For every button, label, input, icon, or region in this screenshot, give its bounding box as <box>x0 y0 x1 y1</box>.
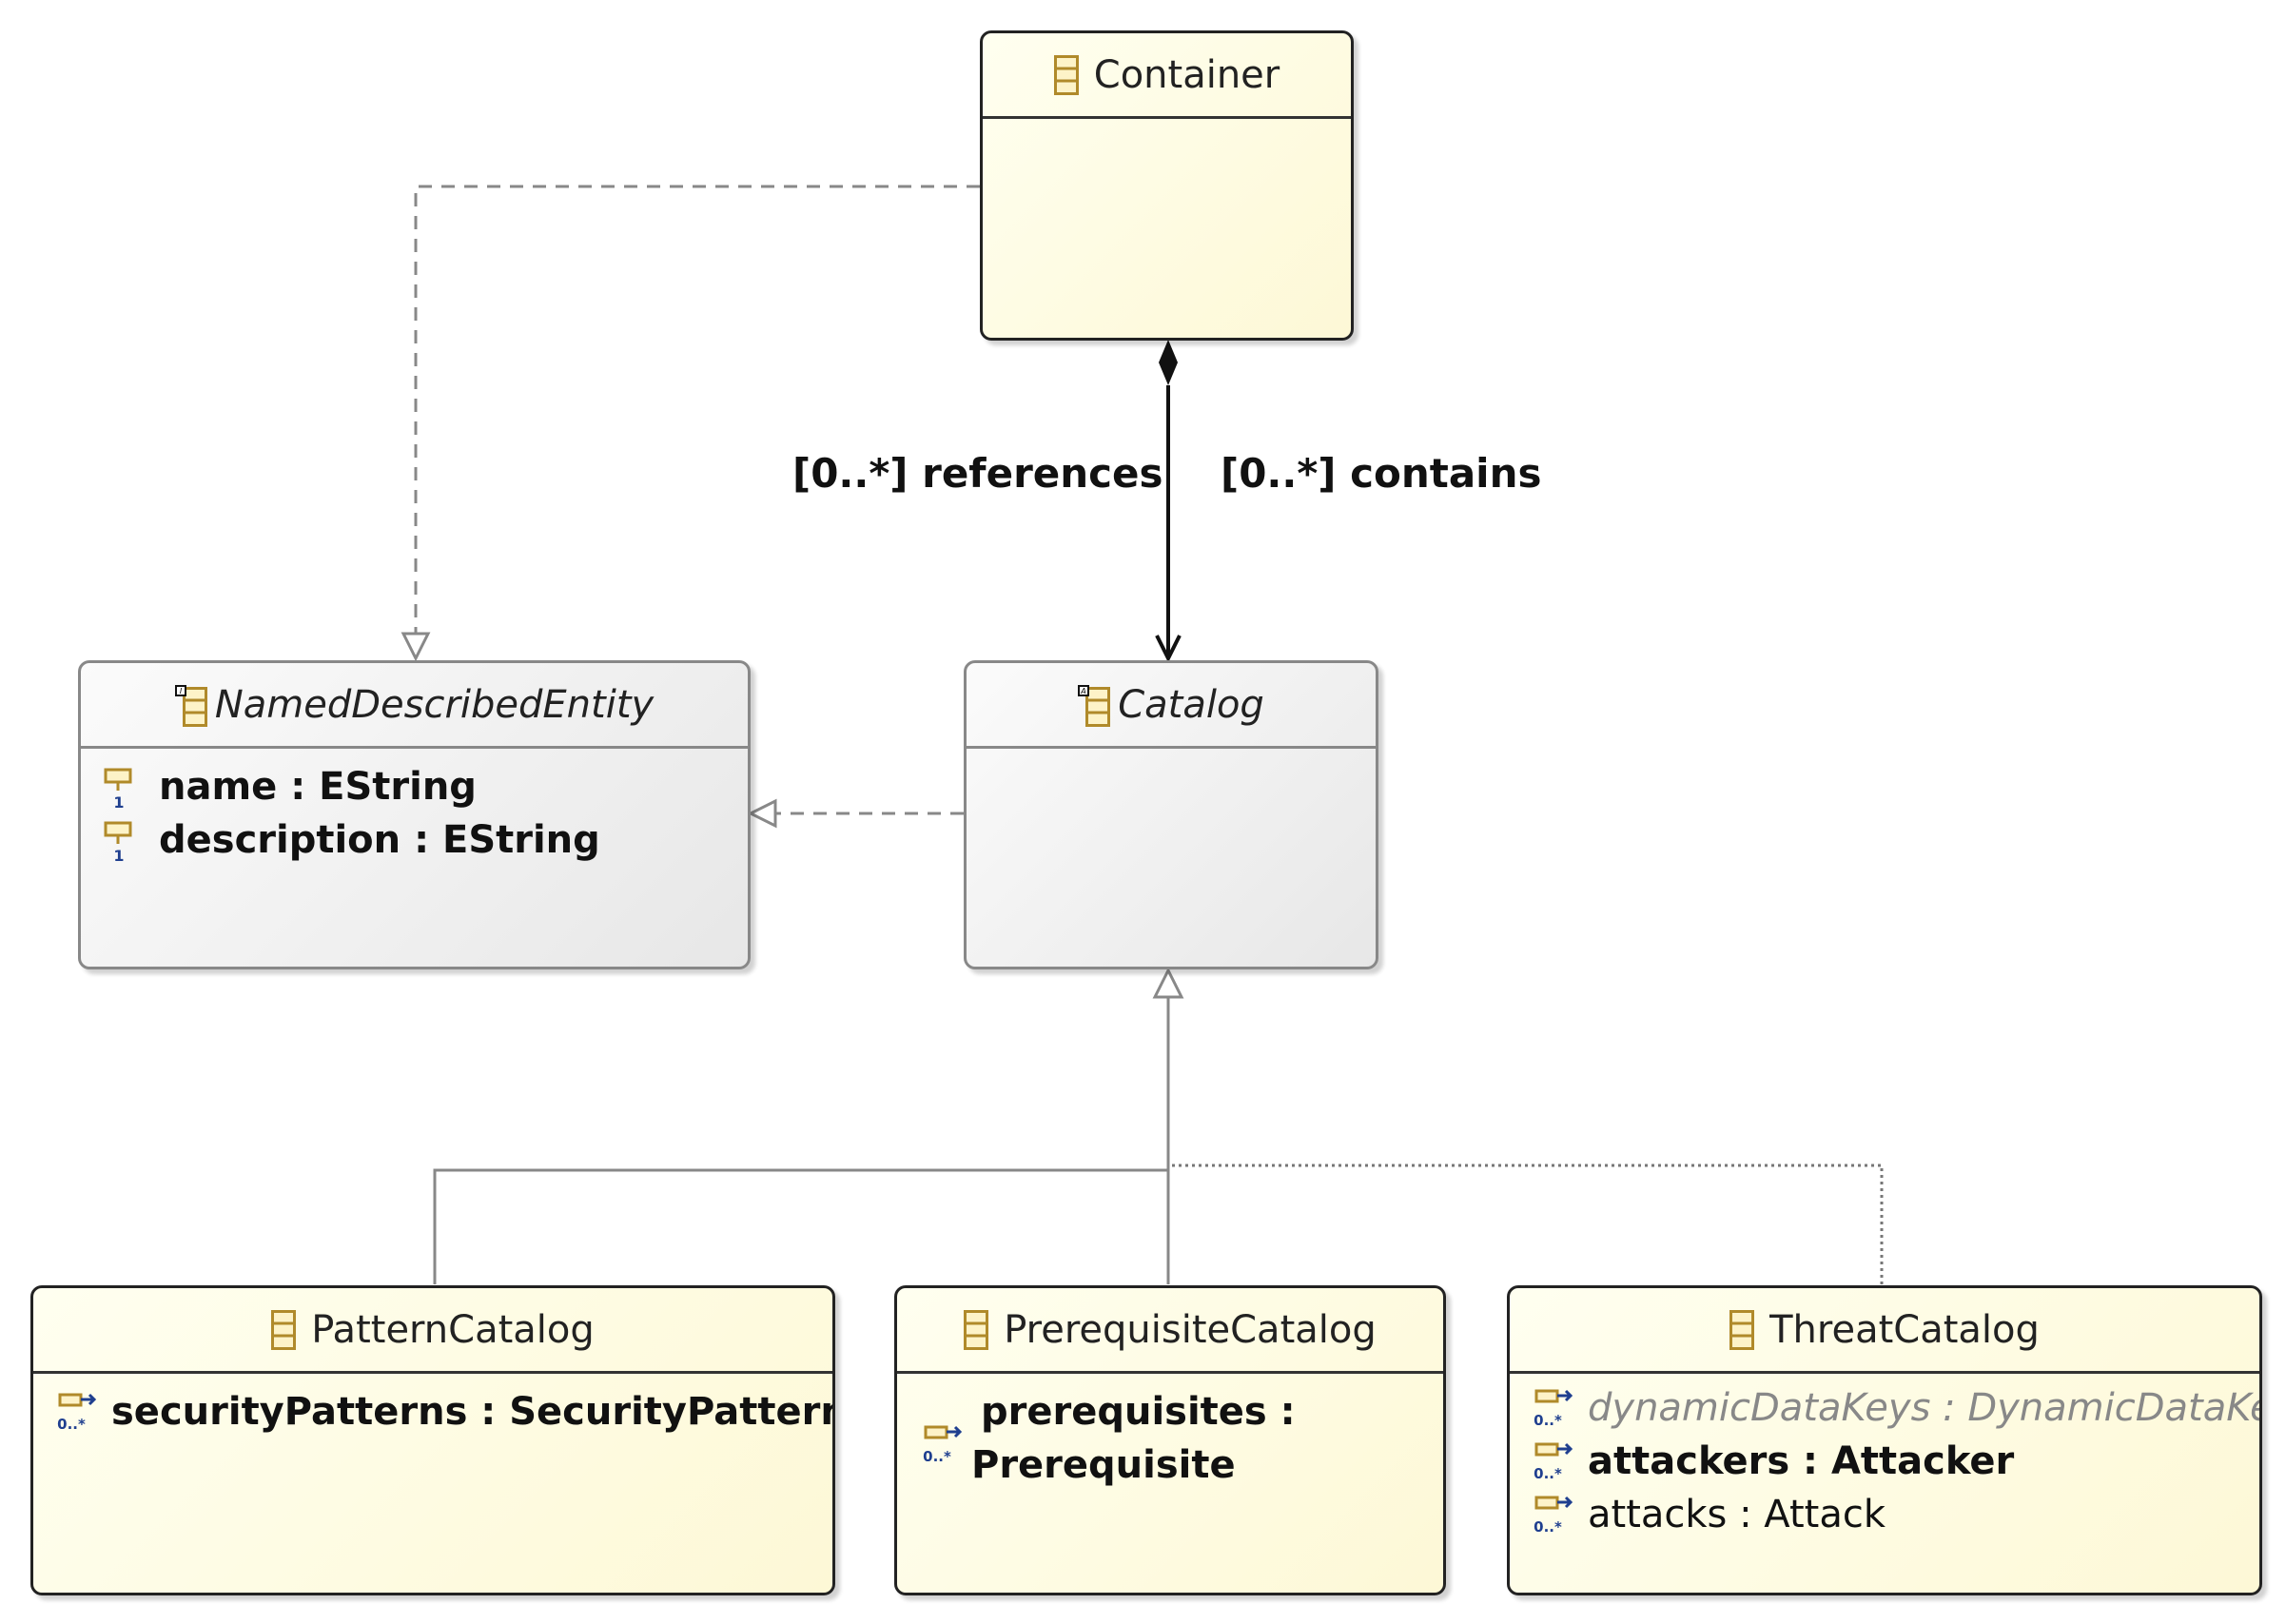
hollow-arrowhead <box>747 798 777 829</box>
references-label: [0..*] references <box>792 450 1163 497</box>
class-header: I NamedDescribedEntity <box>81 663 748 749</box>
reference-label: securityPatterns : SecurityPattern <box>111 1390 835 1434</box>
named-described-entity-class[interactable]: I NamedDescribedEntity 1 name : EString … <box>78 660 751 969</box>
eclass-icon <box>1729 1309 1755 1350</box>
class-header: A Catalog <box>967 663 1376 749</box>
reference-row[interactable]: 0..* dynamicDataKeys : DynamicDataKey <box>1529 1381 2259 1435</box>
attribute-row[interactable]: 1 description : EString <box>100 813 748 867</box>
reference-label: attackers : Attacker <box>1588 1439 2015 1483</box>
abstract-eclass-icon: A <box>1078 684 1111 727</box>
reference-label: dynamicDataKeys : DynamicDataKey <box>1588 1386 2262 1430</box>
eclass-icon <box>964 1309 989 1350</box>
class-name: NamedDescribedEntity <box>214 682 655 727</box>
class-header: PatternCatalog <box>33 1288 832 1374</box>
eclass-icon <box>271 1309 297 1350</box>
many-reference-icon: 0..* <box>52 1391 98 1437</box>
open-arrowhead <box>1155 635 1182 663</box>
class-name: PatternCatalog <box>311 1307 595 1352</box>
contains-label: [0..*] contains <box>1221 450 1542 497</box>
attribute-list: 0..* securityPatterns : SecurityPattern <box>33 1374 832 1438</box>
many-reference-icon: 0..* <box>1529 1440 1574 1486</box>
threat-catalog-class[interactable]: ThreatCatalog 0..* dynamicDataKeys : Dyn… <box>1507 1285 2262 1595</box>
reference-label: attacks : Attack <box>1588 1493 1885 1536</box>
single-attribute-icon: 1 <box>100 819 146 865</box>
class-name: PrerequisiteCatalog <box>1004 1307 1377 1352</box>
attribute-row[interactable]: 1 name : EString <box>100 760 748 813</box>
many-reference-icon: 0..* <box>1529 1494 1574 1539</box>
prerequisite-catalog-class[interactable]: PrerequisiteCatalog 0..* prerequisites :… <box>894 1285 1446 1595</box>
class-name: Container <box>1093 52 1280 97</box>
reference-row[interactable]: 0..* securityPatterns : SecurityPattern <box>52 1385 832 1438</box>
svg-text:0..*: 0..* <box>57 1416 86 1433</box>
svg-text:1: 1 <box>113 793 124 812</box>
reference-row[interactable]: 0..* prerequisites : Prerequisite <box>918 1385 1443 1496</box>
class-name: Catalog <box>1118 682 1264 727</box>
class-header: ThreatCatalog <box>1510 1288 2259 1374</box>
many-reference-icon: 0..* <box>1529 1387 1574 1433</box>
composition-diamond <box>1159 340 1178 385</box>
reference-label-line2: Prerequisite <box>971 1443 1236 1487</box>
svg-text:0..*: 0..* <box>1534 1412 1562 1429</box>
class-name: ThreatCatalog <box>1769 1307 2040 1352</box>
class-header: Container <box>983 33 1351 119</box>
container-implements-edge <box>414 185 980 647</box>
pattern-catalog-generalization-edge <box>433 1168 1168 1284</box>
attribute-label: name : EString <box>159 765 477 809</box>
reference-row[interactable]: 0..* attackers : Attacker <box>1529 1435 2259 1488</box>
attribute-list: 1 name : EString 1 description : EString <box>81 749 748 867</box>
reference-row[interactable]: 0..* attacks : Attack <box>1529 1488 2259 1541</box>
threat-catalog-generalization-edge <box>1172 1164 1884 1284</box>
svg-text:A: A <box>1080 687 1085 695</box>
svg-text:0..*: 0..* <box>923 1448 951 1465</box>
reference-label-line1: prerequisites : <box>981 1390 1296 1434</box>
attribute-label: description : EString <box>159 818 600 862</box>
attribute-list: 0..* prerequisites : Prerequisite <box>897 1374 1443 1496</box>
svg-text:1: 1 <box>113 847 124 865</box>
svg-text:0..*: 0..* <box>1534 1465 1562 1482</box>
many-reference-icon: 0..* <box>918 1423 964 1469</box>
svg-text:0..*: 0..* <box>1534 1518 1562 1536</box>
hollow-arrowhead <box>401 632 431 662</box>
container-class[interactable]: Container <box>980 30 1354 341</box>
catalog-class[interactable]: A Catalog <box>964 660 1378 969</box>
class-header: PrerequisiteCatalog <box>897 1288 1443 1374</box>
pattern-catalog-class[interactable]: PatternCatalog 0..* securityPatterns : S… <box>30 1285 835 1595</box>
interface-eclass-icon: I <box>174 684 207 727</box>
generalization-arrowhead <box>1152 967 1184 999</box>
svg-text:I: I <box>180 687 183 695</box>
eclass-icon <box>1053 54 1079 95</box>
attribute-list: 0..* dynamicDataKeys : DynamicDataKey 0.… <box>1510 1374 2259 1541</box>
single-attribute-icon: 1 <box>100 766 146 812</box>
